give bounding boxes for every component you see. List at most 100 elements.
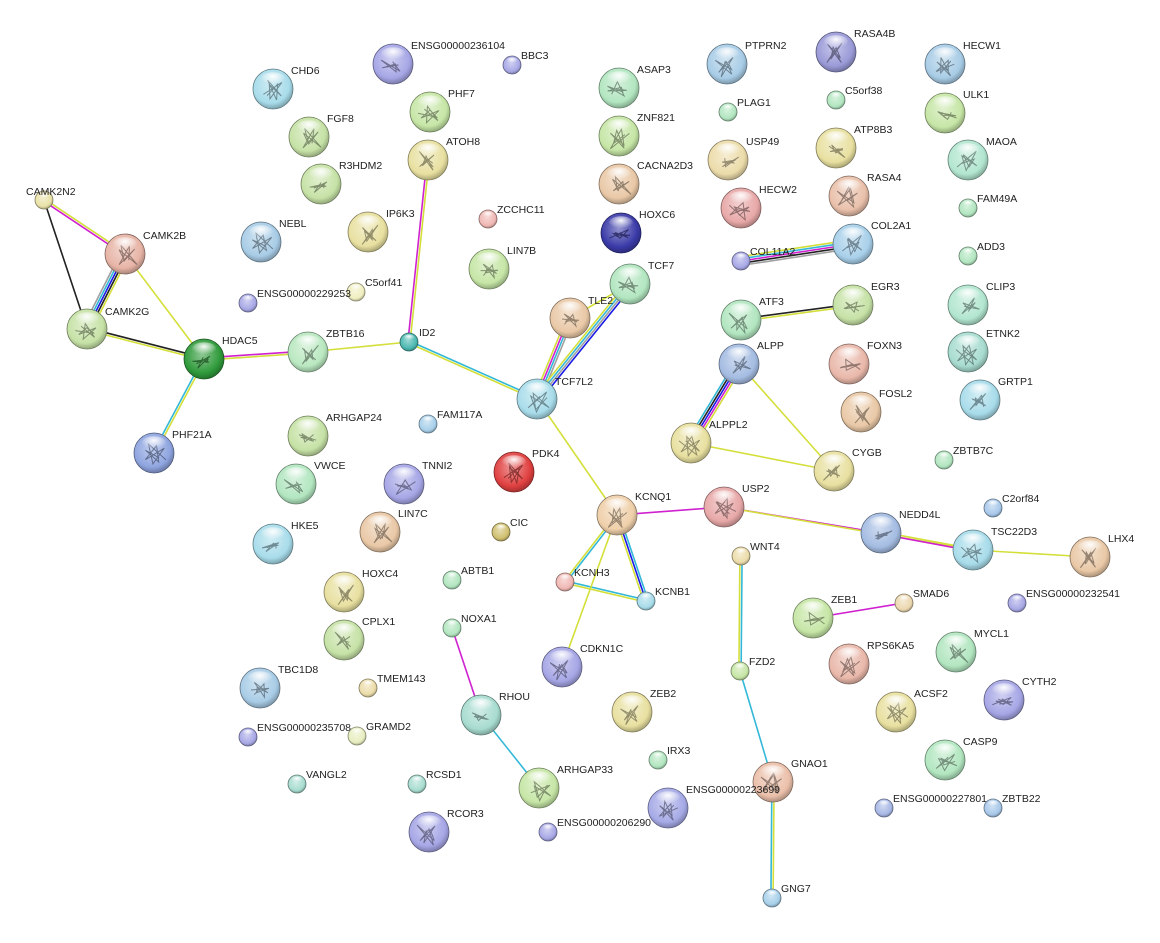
node-gramd2[interactable]: GRAMD2 [347,721,411,746]
node-vangl2[interactable]: VANGL2 [287,769,347,794]
node-ensg00000232541[interactable]: ENSG00000232541 [1007,588,1120,613]
node-tle2[interactable]: TLE2 [549,295,613,339]
node-ensg00000227801[interactable]: ENSG00000227801 [874,793,987,818]
node-c5orf38[interactable]: C5orf38 [826,85,883,110]
node-mycl1[interactable]: MYCL1 [935,628,1009,673]
node-hecw2[interactable]: HECW2 [720,184,797,229]
node-maoa[interactable]: MAOA [947,136,1017,181]
node-atf3[interactable]: ATF3 [720,296,784,341]
node-rasa4b[interactable]: RASA4B [815,28,895,73]
node-foxn3[interactable]: FOXN3 [828,340,902,385]
node-cacna2d3[interactable]: CACNA2D3 [598,160,693,205]
node-zbtb7c[interactable]: ZBTB7C [934,445,994,470]
node-abtb1[interactable]: ABTB1 [442,565,494,590]
node-phf7[interactable]: PHF7 [409,88,475,133]
node-nedd4l[interactable]: NEDD4L [860,509,941,554]
node-fzd2[interactable]: FZD2 [730,656,775,681]
node-asap3[interactable]: ASAP3 [598,64,671,109]
node-arhgap33[interactable]: ARHGAP33 [518,764,613,809]
node-hke5[interactable]: HKE5 [252,520,319,565]
node-col11a2[interactable]: COL11A2 [731,246,795,271]
node-acsf2[interactable]: ACSF2 [875,688,948,733]
node-plag1[interactable]: PLAG1 [718,97,771,122]
node-cygb[interactable]: CYGB [813,447,882,492]
node-ensg00000236104[interactable]: ENSG00000236104 [372,40,505,85]
node-etnk2[interactable]: ETNK2 [947,328,1020,373]
node-tsc22d3[interactable]: TSC22D3 [952,526,1037,571]
node-hecw1[interactable]: HECW1 [924,40,1001,85]
node-tcf7[interactable]: TCF7 [609,260,674,305]
node-ulk1[interactable]: ULK1 [924,89,989,134]
node-fgf8[interactable]: FGF8 [288,113,354,158]
node-noxa1[interactable]: NOXA1 [442,613,497,638]
node-add3[interactable]: ADD3 [958,241,1005,266]
node-lin7b[interactable]: LIN7B [468,245,536,290]
node-atp8b3[interactable]: ATP8B3 [815,124,892,169]
node-rcsd1[interactable]: RCSD1 [407,769,462,794]
node-rasa4[interactable]: RASA4 [828,172,902,217]
node-tnni2[interactable]: TNNI2 [383,460,452,505]
node-zbtb16[interactable]: ZBTB16 [287,328,365,373]
node-camk2b[interactable]: CAMK2B [104,230,186,275]
node-clip3[interactable]: CLIP3 [947,281,1015,326]
node-fosl2[interactable]: FOSL2 [840,388,912,433]
node-c5orf41[interactable]: C5orf41 [346,277,403,302]
node-tcf7l2[interactable]: TCF7L2 [516,376,593,420]
node-hdac5[interactable]: HDAC5 [183,335,258,380]
node-kcnb1[interactable]: KCNB1 [636,586,690,611]
node-col2a1[interactable]: COL2A1 [832,220,911,265]
node-tbc1d8[interactable]: TBC1D8 [239,664,318,709]
node-fam49a[interactable]: FAM49A [958,193,1017,218]
node-casp9[interactable]: CASP9 [924,736,998,781]
node-vwce[interactable]: VWCE [275,460,346,505]
node-cplx1[interactable]: CPLX1 [323,616,395,661]
node-zcchc11[interactable]: ZCCHC11 [478,204,545,229]
node-bbc3[interactable]: BBC3 [502,50,549,75]
node-ensg00000206290[interactable]: ENSG00000206290 [538,817,651,842]
node-tmem143[interactable]: TMEM143 [358,673,426,698]
node-grtp1[interactable]: GRTP1 [959,376,1033,421]
node-gnao1[interactable]: GNAO1 [752,758,828,803]
node-camk2n2[interactable]: CAMK2N2 [26,186,76,210]
node-ensg00000235708[interactable]: ENSG00000235708 [238,722,351,747]
node-kcnq1[interactable]: KCNQ1 [596,491,671,536]
node-lhx4[interactable]: LHX4 [1069,533,1134,578]
node-lin7c[interactable]: LIN7C [359,508,428,553]
node-wnt4[interactable]: WNT4 [731,541,780,566]
node-id2[interactable]: ID2 [399,327,436,352]
node-ptprn2[interactable]: PTPRN2 [706,40,787,85]
node-pdk4[interactable]: PDK4 [493,448,560,493]
node-rps6ka5[interactable]: RPS6KA5 [828,640,914,685]
node-r3hdm2[interactable]: R3HDM2 [300,160,382,205]
node-irx3[interactable]: IRX3 [648,745,691,770]
node-cdkn1c[interactable]: CDKN1C [541,643,624,688]
node-ensg00000223699[interactable]: ENSG00000223699 [647,784,780,829]
node-alppl2[interactable]: ALPPL2 [670,419,748,464]
node-hoxc6[interactable]: HOXC6 [600,209,675,254]
node-usp49[interactable]: USP49 [707,136,779,181]
node-smad6[interactable]: SMAD6 [894,588,949,613]
node-atoh8[interactable]: ATOH8 [407,136,480,181]
node-nebl[interactable]: NEBL [240,218,307,263]
node-ensg00000229253[interactable]: ENSG00000229253 [238,288,351,313]
node-rhou[interactable]: RHOU [460,691,530,736]
node-phf21a[interactable]: PHF21A [133,429,212,474]
node-fam117a[interactable]: FAM117A [418,409,482,434]
node-kcnh3[interactable]: KCNH3 [555,567,610,592]
node-usp2[interactable]: USP2 [703,483,770,528]
node-zeb2[interactable]: ZEB2 [611,688,676,733]
node-c2orf84[interactable]: C2orf84 [983,493,1040,518]
node-cic[interactable]: CIC [491,517,529,542]
node-gng7[interactable]: GNG7 [762,883,811,908]
node-rcor3[interactable]: RCOR3 [408,808,484,853]
node-hoxc4[interactable]: HOXC4 [323,568,398,613]
node-zeb1[interactable]: ZEB1 [792,594,857,639]
node-alpp[interactable]: ALPP [718,340,784,385]
node-egr3[interactable]: EGR3 [832,281,900,326]
node-camk2g[interactable]: CAMK2G [66,306,149,350]
node-cyth2[interactable]: CYTH2 [983,676,1057,721]
node-znf821[interactable]: ZNF821 [598,112,675,157]
node-zbtb22[interactable]: ZBTB22 [983,793,1041,818]
node-arhgap24[interactable]: ARHGAP24 [287,412,382,457]
node-ip6k3[interactable]: IP6K3 [347,208,415,253]
